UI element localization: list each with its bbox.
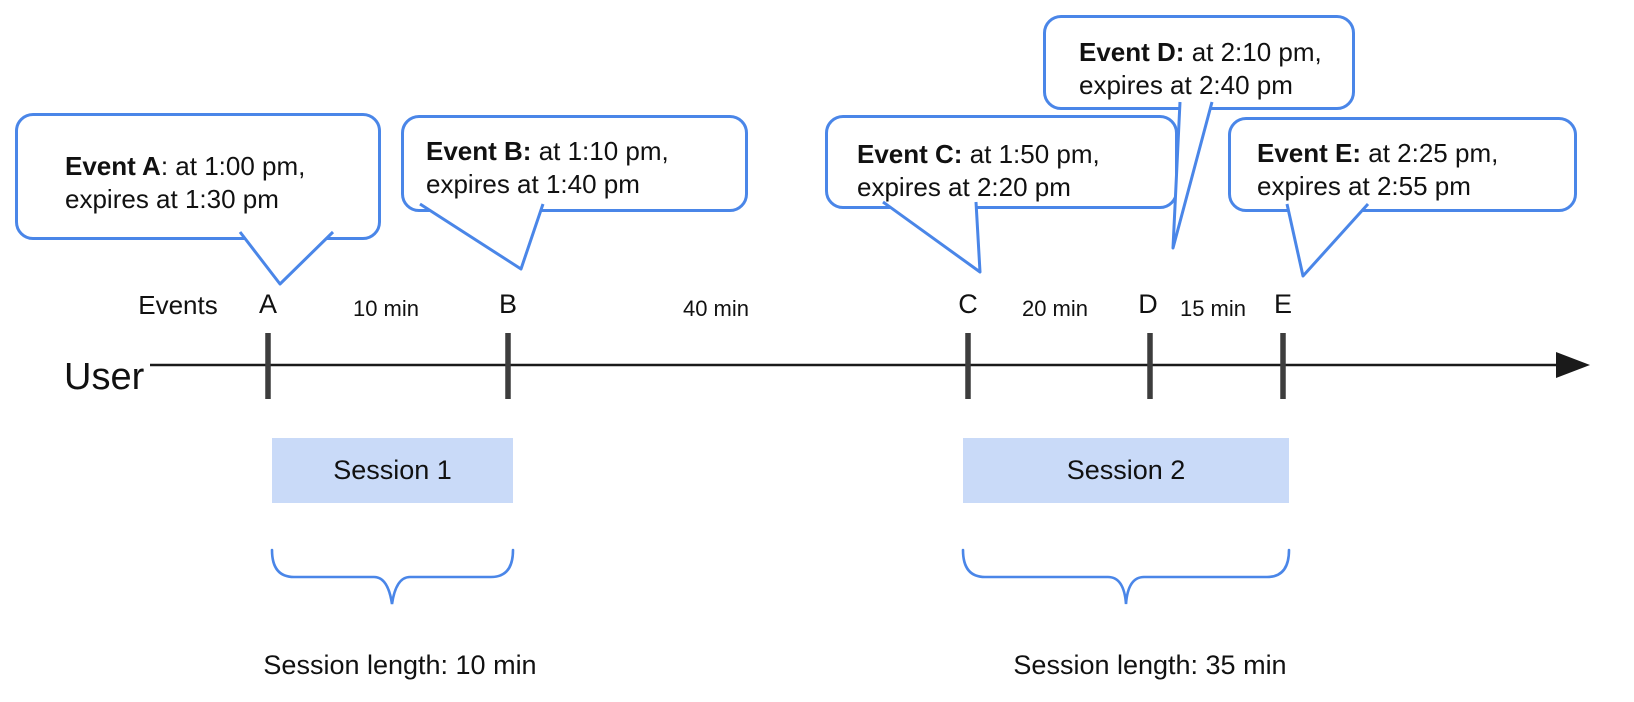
event-a-bubble: Event A: at 1:00 pm, expires at 1:30 pm [15,113,381,240]
event-c-line2: expires at 2:20 pm [857,172,1071,202]
tick-label-d: D [1138,289,1158,319]
session-1-box: Session 1 [272,438,513,503]
event-e-bubble-tail [1285,202,1370,278]
event-b-bubble: Event B: at 1:10 pm, expires at 1:40 pm [401,115,748,212]
tick-label-c: C [958,289,978,319]
session-1-length-label: Session length: 10 min [263,650,537,680]
interval-d-e-label: 15 min [1179,296,1247,321]
user-axis-label: User [64,356,145,398]
event-d-bubble-tail [1171,101,1214,250]
session-2-brace [961,548,1291,605]
event-d-line1: Event D: at 2:10 pm, [1079,37,1322,67]
event-b-title: Event B: [426,136,532,166]
event-e-bubble: Event E: at 2:25 pm, expires at 2:55 pm [1228,117,1577,212]
event-d-line2: expires at 2:40 pm [1079,70,1293,100]
event-a-title: Event A [65,151,161,181]
event-e-title: Event E: [1257,138,1362,168]
event-c-title: Event C: [857,139,963,169]
interval-a-b-label: 10 min [352,296,420,321]
tick-label-b: B [498,289,518,319]
interval-b-c-label: 40 min [682,296,750,321]
tick-label-a: A [258,289,278,319]
event-a-line2: expires at 1:30 pm [65,184,279,214]
session-2-box: Session 2 [963,438,1289,503]
interval-c-d-label: 20 min [1021,296,1089,321]
event-c-bubble: Event C: at 1:50 pm, expires at 2:20 pm [825,115,1178,209]
session-1-brace [270,548,515,605]
events-row-label: Events [138,290,218,320]
event-b-line1: Event B: at 1:10 pm, [426,136,669,166]
event-e-line2: expires at 2:55 pm [1257,171,1471,201]
event-b-bubble-tail [419,202,545,271]
event-a-line1: Event A: at 1:00 pm, [65,151,306,181]
event-c-line1: Event C: at 1:50 pm, [857,139,1100,169]
session-2-label: Session 2 [1066,455,1186,485]
event-b-line2: expires at 1:40 pm [426,169,640,199]
event-e-line1: Event E: at 2:25 pm, [1257,138,1499,168]
tick-label-e: E [1273,289,1293,319]
event-c-bubble-tail [882,200,982,274]
session-1-label: Session 1 [333,455,452,485]
timeline-arrowhead [1556,352,1590,378]
event-a-bubble-tail [238,230,335,286]
event-d-title: Event D: [1079,37,1185,67]
event-d-bubble: Event D: at 2:10 pm, expires at 2:40 pm [1043,15,1355,110]
session-2-length-label: Session length: 35 min [1013,650,1287,680]
